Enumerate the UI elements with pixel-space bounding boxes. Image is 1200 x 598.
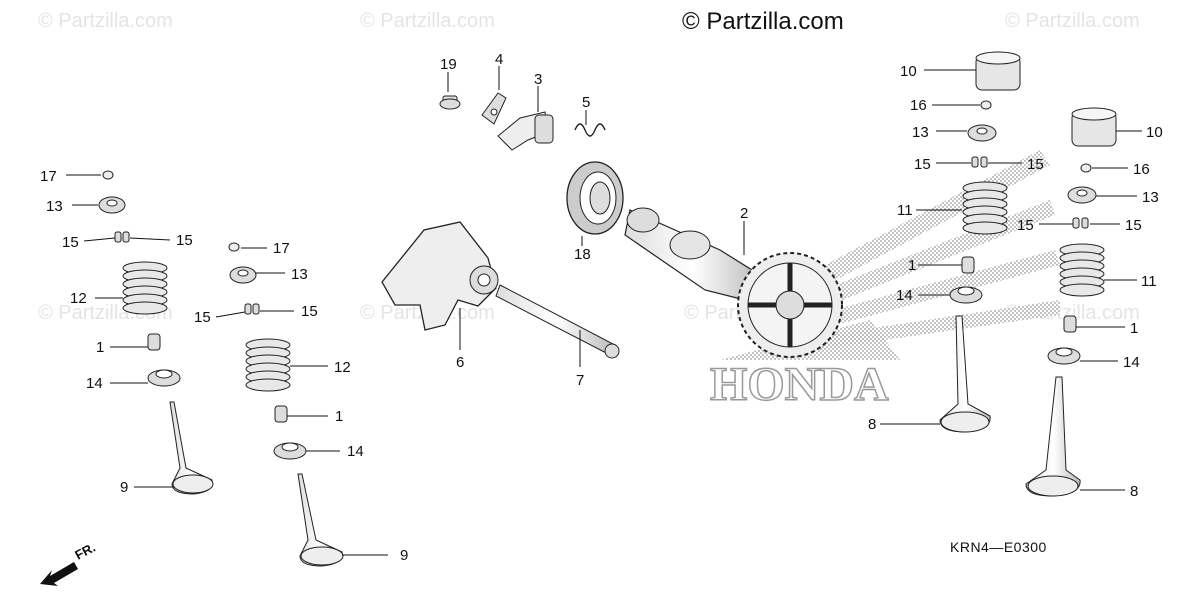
- callout-17: 17: [40, 168, 57, 185]
- callout-19: 19: [440, 56, 457, 73]
- diagram-code: KRN4—E0300: [950, 539, 1047, 555]
- callout-15: 15: [914, 156, 931, 173]
- callout-15: 15: [1017, 217, 1034, 234]
- callout-18: 18: [574, 246, 591, 263]
- callout-1: 1: [1130, 320, 1138, 337]
- callout-14: 14: [896, 287, 913, 304]
- decompressor-parts: [439, 92, 606, 151]
- leader-lines: [66, 66, 1142, 556]
- callout-14: 14: [347, 443, 364, 460]
- callout-12: 12: [334, 359, 351, 376]
- valve-assembly-middle: [228, 242, 344, 567]
- rocker-arm-assembly: [381, 221, 620, 359]
- callout-14: 14: [86, 375, 103, 392]
- watermark-text: © Partzilla.com: [38, 10, 173, 32]
- callout-15: 15: [301, 303, 318, 320]
- callout-6: 6: [456, 354, 464, 371]
- callout-1: 1: [908, 257, 916, 274]
- front-direction-arrow-icon: FR.: [40, 540, 98, 586]
- callout-12: 12: [70, 290, 87, 307]
- watermark-text: © Partzilla.com: [360, 10, 495, 32]
- callout-13: 13: [912, 124, 929, 141]
- callout-2: 2: [740, 205, 748, 222]
- callout-15: 15: [1125, 217, 1142, 234]
- callout-16: 16: [1133, 161, 1150, 178]
- callout-3: 3: [534, 71, 542, 88]
- callout-4: 4: [495, 51, 503, 68]
- callout-10: 10: [900, 63, 917, 80]
- callout-8: 8: [1130, 483, 1138, 500]
- callout-16: 16: [910, 97, 927, 114]
- valve-assembly-right: [1025, 107, 1117, 497]
- callout-1: 1: [96, 339, 104, 356]
- callout-13: 13: [46, 198, 63, 215]
- callout-8: 8: [868, 416, 876, 433]
- honda-logo-text: HONDA: [710, 358, 889, 411]
- page-title: © Partzilla.com: [682, 8, 844, 35]
- valve-assembly-left: [98, 170, 214, 495]
- callout-13: 13: [1142, 189, 1159, 206]
- callout-10: 10: [1146, 124, 1163, 141]
- callout-14: 14: [1123, 354, 1140, 371]
- callout-11: 11: [1141, 273, 1157, 290]
- callout-5: 5: [582, 94, 590, 111]
- callout-15: 15: [1027, 156, 1044, 173]
- callout-13: 13: [291, 266, 308, 283]
- callout-labels: 17 13 15 15 12 1 14 9 17 13 15 15 12 1 1…: [40, 51, 1163, 564]
- watermark-text: © Partzilla.com: [1005, 10, 1140, 32]
- callout-15: 15: [62, 234, 79, 251]
- callout-9: 9: [120, 479, 128, 496]
- front-marker-label: FR.: [72, 540, 98, 563]
- callout-15: 15: [176, 232, 193, 249]
- callout-17: 17: [273, 240, 290, 257]
- callout-1: 1: [335, 408, 343, 425]
- bearing: [566, 161, 624, 235]
- callout-15: 15: [194, 309, 211, 326]
- camshaft-sprocket: [624, 207, 843, 358]
- callout-9: 9: [400, 547, 408, 564]
- callout-11: 11: [897, 202, 913, 219]
- callout-7: 7: [576, 372, 584, 389]
